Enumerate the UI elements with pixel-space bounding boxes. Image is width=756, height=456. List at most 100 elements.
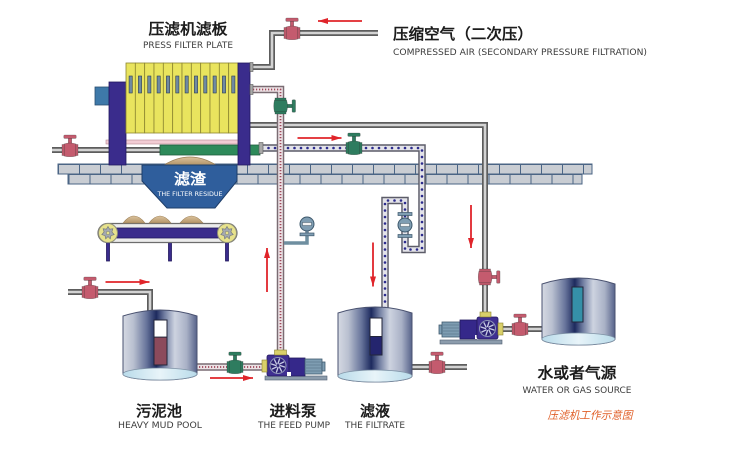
filter-plate	[190, 62, 202, 134]
filter-plate-window	[212, 75, 217, 94]
flow-meter-flange	[397, 212, 413, 216]
air-inlet-valve-icon	[283, 17, 301, 41]
feed-pressure-gau ge	[284, 216, 315, 245]
compressed-air-pipe	[250, 30, 378, 70]
feed-pump	[261, 349, 328, 381]
heavy-mud-pool-label-en: HEAVY MUD POOL	[118, 421, 202, 431]
feed-pump-label-zh: 进料泵	[270, 402, 317, 420]
mud-outlet-valve-icon	[226, 351, 244, 375]
filter-plate-window	[166, 75, 170, 94]
source-pump	[438, 311, 504, 345]
filter-plate-window	[156, 75, 161, 94]
brick-wall	[57, 163, 593, 185]
compressed-air-label-en: COMPRESSED AIR (SECONDARY PRESSURE FILTR…	[393, 48, 647, 58]
compressed-air-label-zh: 压缩空气（二次压）	[393, 25, 533, 43]
tank-level-fill	[571, 286, 584, 323]
filter-plate-window	[184, 75, 189, 94]
tank-level-fill	[369, 336, 383, 356]
brick-wall-bottom-row	[67, 173, 583, 185]
pump-base	[439, 339, 503, 345]
motor-cooling-fins	[306, 361, 321, 372]
filter-plates	[125, 62, 239, 134]
filter-plate	[153, 62, 164, 134]
filtrate-pipe	[260, 144, 426, 312]
gauge-plate	[299, 232, 315, 237]
filter-plate-window	[138, 75, 142, 94]
filter-residue-label-en: THE FILTER RESIDUE	[157, 190, 223, 198]
conveyor-gear-icon	[217, 223, 237, 243]
filter-plate	[209, 62, 220, 134]
belt-conveyor	[97, 215, 238, 262]
press-filter-plate-label-en: PRESS FILTER PLATE	[143, 41, 233, 51]
conveyor-leg	[106, 241, 110, 262]
water-gas-source-tank	[541, 277, 616, 346]
water-gas-line-valve-icon	[477, 268, 501, 286]
filter-plate-window	[231, 75, 236, 94]
filter-plate-window	[147, 75, 152, 94]
press-filter-plate-label-zh: 压滤机滤板	[149, 20, 229, 38]
pump-motor	[304, 358, 323, 375]
feed-pump-label-en: THE FEED PUMP	[257, 421, 330, 431]
pump-motor	[441, 321, 461, 338]
filtrate-tank	[337, 306, 413, 383]
heavy-mud-pool-label-zh: 污泥池	[136, 402, 182, 420]
pump-inlet-flange	[261, 359, 268, 373]
pump-drain-plug	[287, 372, 291, 376]
pump-outlet-flange	[274, 349, 287, 356]
pump-coupling-body	[288, 357, 306, 377]
filter-plate	[218, 62, 230, 134]
press-pipe-collar	[258, 142, 264, 154]
filter-press	[94, 62, 264, 166]
press-drain-valve-icon	[61, 134, 79, 158]
tank-bottom	[122, 367, 198, 381]
tank-level-fill	[153, 336, 168, 366]
press-hydraulic-cylinder	[94, 86, 110, 106]
press-feed-valve-icon	[273, 97, 296, 115]
pump-motor-endcap	[438, 324, 443, 335]
filtrate-label-en: THE FILTRATE	[344, 421, 405, 431]
pump-impeller-icon	[478, 319, 497, 338]
filter-plate	[172, 62, 183, 134]
pump-impeller-icon	[269, 356, 287, 375]
filtrate-label-zh: 滤液	[360, 402, 391, 420]
filtrate-flow-meter	[397, 212, 413, 238]
heavy-mud-pool-tank	[122, 309, 198, 381]
residue-cake-on-belt	[148, 215, 172, 224]
filter-plate-window	[222, 75, 226, 94]
water-gas-source-label-en: WATER OR GAS SOURCE	[523, 386, 632, 396]
pump-outlet-flange	[497, 322, 504, 336]
diagram-caption: 压滤机工作示意图	[548, 409, 635, 422]
flow-meter-flange	[397, 234, 413, 238]
mud-inlet-valve-icon	[81, 276, 99, 300]
motor-cooling-fins	[443, 324, 459, 335]
residue-cake-on-belt	[179, 215, 204, 224]
press-thrust-head	[237, 62, 251, 166]
residue-cake-on-belt	[122, 215, 146, 224]
press-side-rail	[105, 139, 246, 145]
filter-plate-window	[175, 75, 180, 94]
feed-pipe-to-press	[250, 85, 285, 352]
pump-motor-endcap	[321, 361, 326, 372]
pump-base	[264, 375, 328, 381]
conveyor-belt-inner	[112, 227, 222, 239]
press-pipe-collar	[249, 62, 254, 72]
filter-plate	[181, 62, 192, 134]
water-gas-source-label-zh: 水或者气源	[538, 364, 617, 382]
conveyor-gear-icon	[98, 223, 118, 243]
filter-residue-hopper: 滤渣 THE FILTER RESIDUE	[141, 156, 238, 209]
filter-plate	[134, 62, 146, 134]
press-pipe-collar	[249, 84, 254, 95]
press-tail-head	[108, 81, 127, 166]
tank-bottom	[337, 369, 413, 383]
brick-wall-top-row	[57, 163, 593, 175]
conveyor-leg	[168, 241, 172, 262]
filter-plate-window	[128, 75, 133, 94]
conveyor-leg	[225, 241, 229, 262]
filtrate-valve-icon	[345, 132, 363, 156]
filter-residue-label-zh: 滤渣	[174, 170, 207, 188]
filter-plate-window	[194, 75, 198, 94]
pressure-gauge-icon	[299, 216, 315, 232]
filter-plate	[228, 62, 239, 134]
filter-plate	[125, 62, 136, 134]
pump-inlet-flange	[479, 311, 492, 318]
